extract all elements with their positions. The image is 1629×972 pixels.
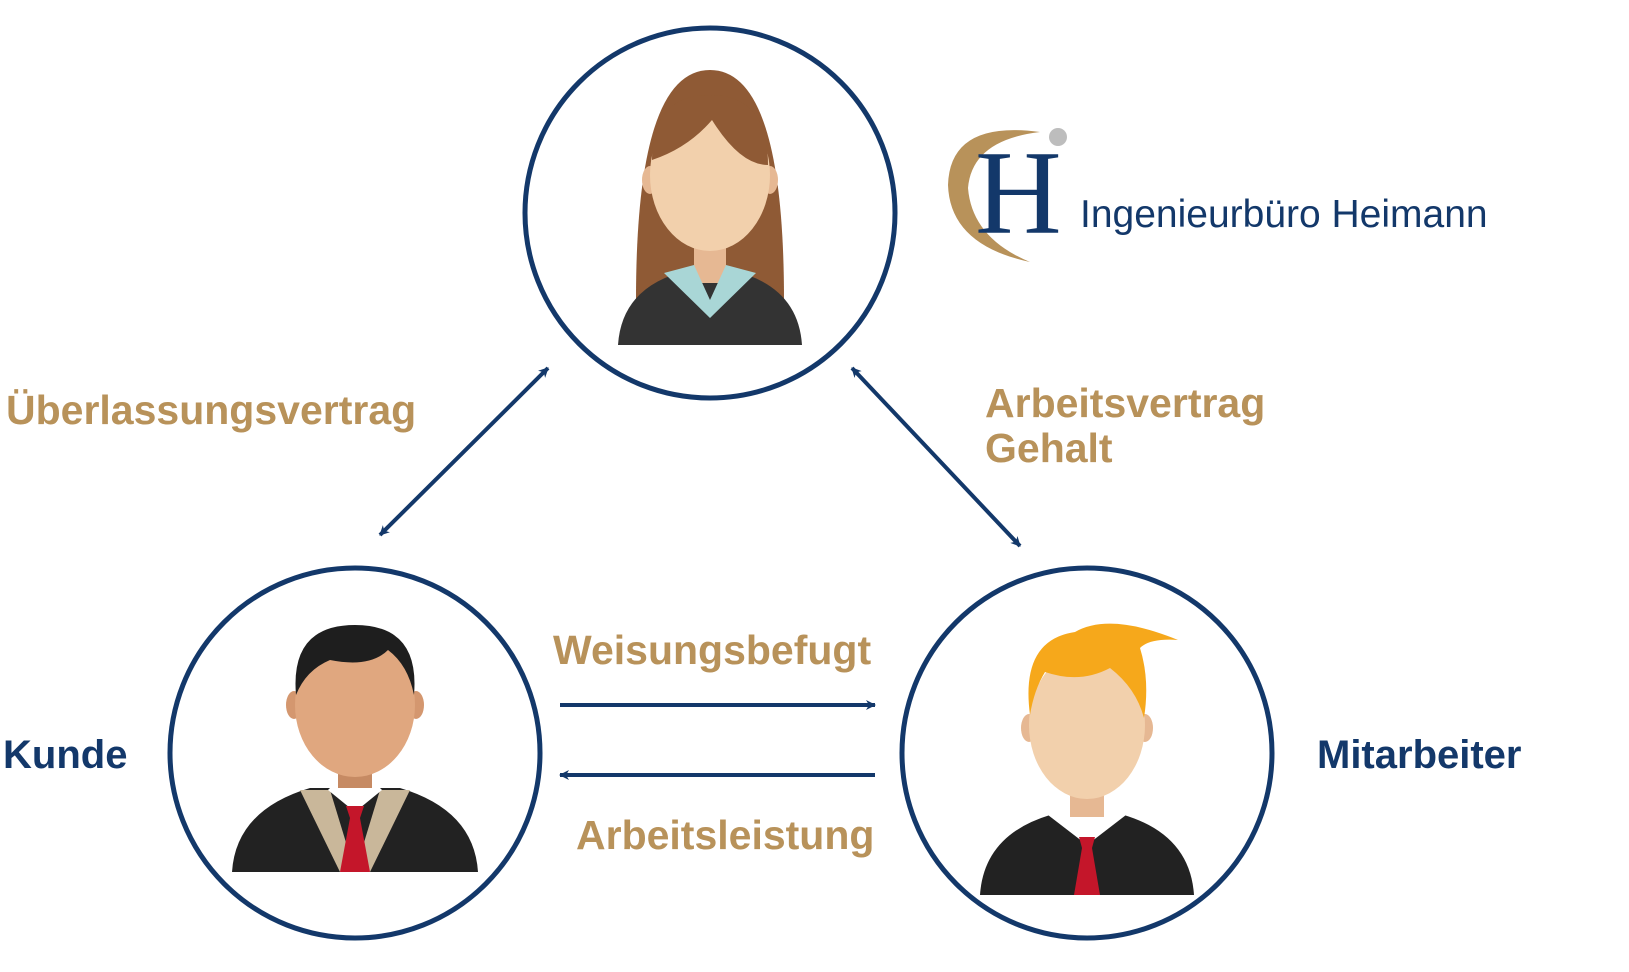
edge-label-arbeitsleistung: Arbeitsleistung — [576, 812, 875, 858]
node-label-kunde: Kunde — [3, 733, 128, 777]
edge-label-line-arbeitsvertrag: Arbeitsvertrag — [985, 380, 1266, 426]
arrow-agency-customer — [378, 366, 550, 537]
logo-swoosh-icon — [948, 130, 1040, 262]
blond-man-avatar-icon — [980, 623, 1194, 895]
logo-letter: H — [975, 126, 1062, 259]
edge-label-arbeitsvertrag-gehalt: Arbeitsvertrag Gehalt — [985, 380, 1266, 472]
logo-company-name: Ingenieurbüro Heimann — [1080, 193, 1488, 236]
edge-label-weisungsbefugt: Weisungsbefugt — [553, 627, 872, 673]
edge-label-line-gehalt: Gehalt — [985, 425, 1113, 472]
company-logo: H — [948, 126, 1067, 262]
edge-label-ueberlassungsvertrag: Überlassungsvertrag — [6, 387, 417, 433]
woman-avatar-icon — [618, 70, 802, 345]
node-label-mitarbeiter: Mitarbeiter — [1317, 733, 1522, 777]
arrow-agency-employee — [850, 366, 1022, 548]
logo-dot-icon — [1049, 128, 1067, 146]
businessman-avatar-icon — [232, 625, 478, 872]
